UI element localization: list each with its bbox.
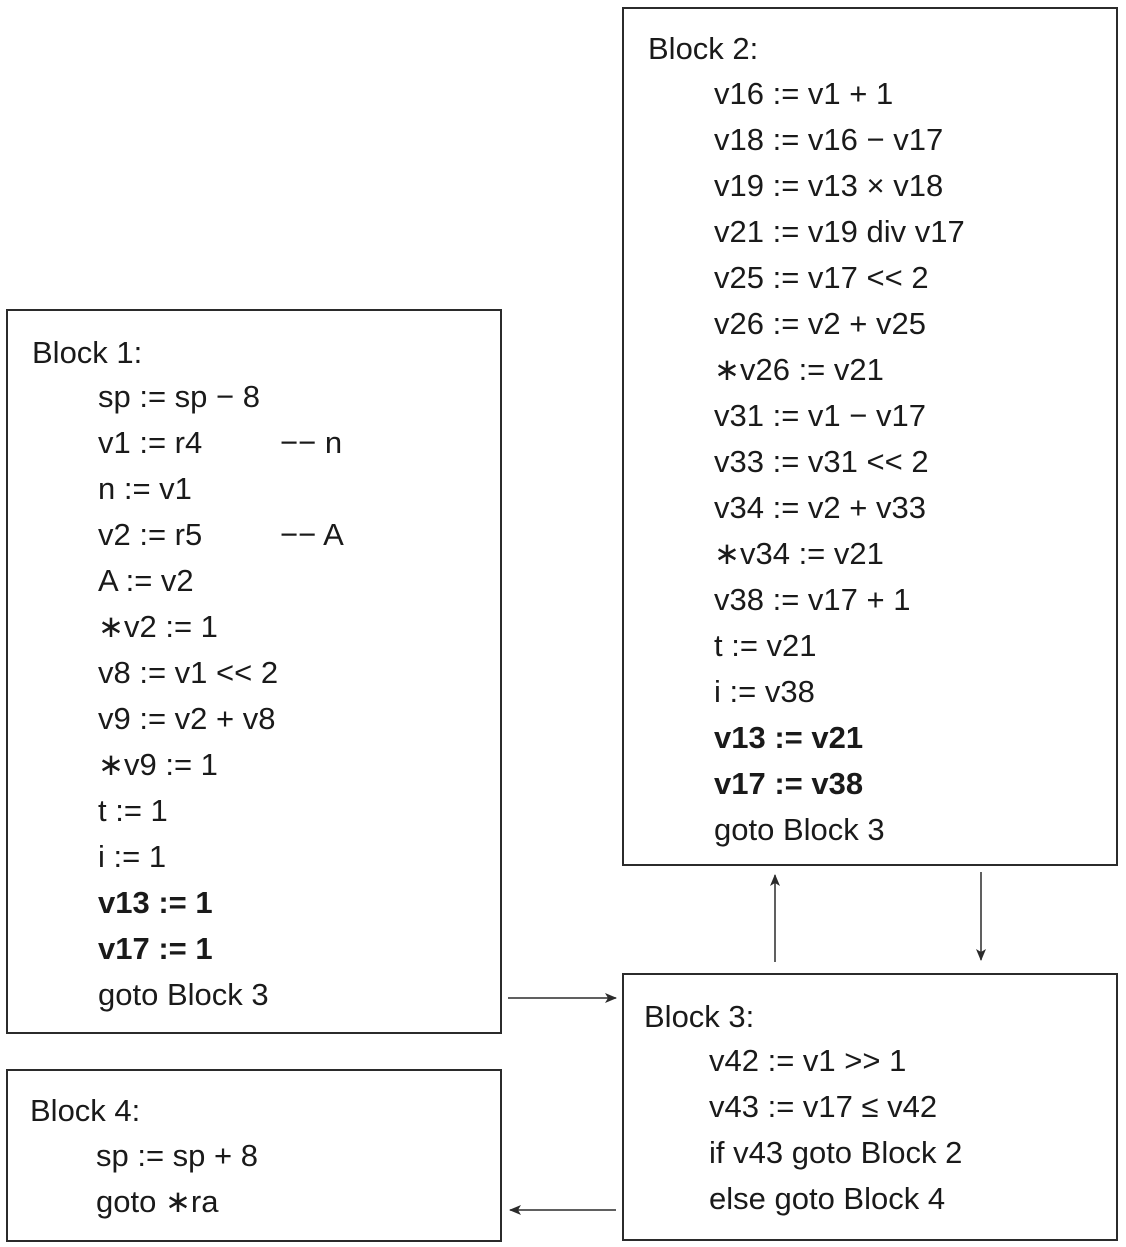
code-text: n := v1 <box>98 471 192 506</box>
code-lines: v42 := v1 >> 1 v43 := v17 ≤ v42 if v43 got… <box>709 1038 962 1222</box>
code-line: v13 := 1 <box>98 880 344 926</box>
code-text: ∗v9 := 1 <box>98 747 218 782</box>
code-text: v31 := v1 − v17 <box>714 398 926 433</box>
code-text: goto ∗ra <box>96 1184 219 1219</box>
code-lines: sp := sp − 8 v1 := r4 −− n n := v1 v2 := r5 −… <box>98 374 344 1018</box>
code-text: v43 := v17 ≤ v42 <box>709 1089 938 1124</box>
code-line: v21 := v19 div v17 <box>714 209 965 255</box>
code-line: A := v2 <box>98 558 344 604</box>
code-line: t := v21 <box>714 623 965 669</box>
code-line: v2 := r5 −− A <box>98 512 344 558</box>
code-line: else goto Block 4 <box>709 1176 962 1222</box>
code-text: v8 := v1 << 2 <box>98 655 279 690</box>
code-text: if v43 goto Block 2 <box>709 1135 963 1170</box>
code-line: v43 := v17 ≤ v42 <box>709 1084 962 1130</box>
code-line: i := v38 <box>714 669 965 715</box>
code-text: v21 := v19 div v17 <box>714 214 965 249</box>
code-line: goto Block 3 <box>98 972 344 1018</box>
code-line: ∗v2 := 1 <box>98 604 344 650</box>
code-line: i := 1 <box>98 834 344 880</box>
code-line: goto Block 3 <box>714 807 965 853</box>
code-text: goto Block 3 <box>714 812 885 847</box>
code-line: v9 := v2 + v8 <box>98 696 344 742</box>
code-line: v1 := r4 −− n <box>98 420 344 466</box>
block-title: Block 3: <box>644 999 755 1034</box>
block-title: Block 1: <box>32 335 143 370</box>
code-text: v42 := v1 >> 1 <box>709 1043 907 1078</box>
code-line: v18 := v16 − v17 <box>714 117 965 163</box>
code-text: t := 1 <box>98 793 168 828</box>
code-text: A := v2 <box>98 563 194 598</box>
code-text: v38 := v17 + 1 <box>714 582 911 617</box>
code-text: sp := sp − 8 <box>98 379 260 414</box>
code-comment: −− n <box>280 425 343 460</box>
code-text: goto Block 3 <box>98 977 269 1012</box>
code-text: v17 := v38 <box>714 766 864 801</box>
code-line: v19 := v13 × v18 <box>714 163 965 209</box>
code-line: v26 := v2 + v25 <box>714 301 965 347</box>
code-line: v17 := 1 <box>98 926 344 972</box>
code-text: t := v21 <box>714 628 817 663</box>
code-line: ∗v34 := v21 <box>714 531 965 577</box>
code-line: sp := sp + 8 <box>96 1133 258 1179</box>
code-line: v25 := v17 << 2 <box>714 255 965 301</box>
code-line: v34 := v2 + v33 <box>714 485 965 531</box>
code-text: v9 := v2 + v8 <box>98 701 276 736</box>
code-text: v13 := v21 <box>714 720 864 755</box>
code-text: v2 := r5 <box>98 517 203 552</box>
code-line: v33 := v31 << 2 <box>714 439 965 485</box>
code-text: sp := sp + 8 <box>96 1138 258 1173</box>
code-lines: v16 := v1 + 1 v18 := v16 − v17 v19 := v13 … <box>714 71 965 853</box>
block-3: Block 3: v42 := v1 >> 1 v43 := v17 ≤ v42 i… <box>622 973 1118 1241</box>
code-line: t := 1 <box>98 788 344 834</box>
code-line: sp := sp − 8 <box>98 374 344 420</box>
code-line: goto ∗ra <box>96 1179 258 1225</box>
code-line: n := v1 <box>98 466 344 512</box>
code-line: v16 := v1 + 1 <box>714 71 965 117</box>
code-text: v26 := v2 + v25 <box>714 306 926 341</box>
code-text: else goto Block 4 <box>709 1181 946 1216</box>
code-text: ∗v2 := 1 <box>98 609 218 644</box>
code-line: v17 := v38 <box>714 761 965 807</box>
code-text: v25 := v17 << 2 <box>714 260 929 295</box>
code-text: ∗v26 := v21 <box>714 352 884 387</box>
code-text: v16 := v1 + 1 <box>714 76 894 111</box>
code-line: ∗v9 := 1 <box>98 742 344 788</box>
code-text: ∗v34 := v21 <box>714 536 884 571</box>
code-lines: sp := sp + 8 goto ∗ra <box>96 1133 258 1225</box>
code-line: v31 := v1 − v17 <box>714 393 965 439</box>
code-line: if v43 goto Block 2 <box>709 1130 962 1176</box>
code-text: v33 := v31 << 2 <box>714 444 929 479</box>
block-title: Block 2: <box>648 31 759 66</box>
code-line: v38 := v17 + 1 <box>714 577 965 623</box>
code-line: v13 := v21 <box>714 715 965 761</box>
code-text: i := v38 <box>714 674 815 709</box>
block-title: Block 4: <box>30 1093 141 1128</box>
code-text: v17 := 1 <box>98 931 213 966</box>
block-4: Block 4: sp := sp + 8 goto ∗ra <box>6 1069 502 1242</box>
code-line: v42 := v1 >> 1 <box>709 1038 962 1084</box>
code-text: v19 := v13 × v18 <box>714 168 944 203</box>
code-line: ∗v26 := v21 <box>714 347 965 393</box>
code-text: v34 := v2 + v33 <box>714 490 926 525</box>
block-1: Block 1: sp := sp − 8 v1 := r4 −− n n := v1… <box>6 309 502 1034</box>
code-text: v13 := 1 <box>98 885 213 920</box>
code-text: i := 1 <box>98 839 167 874</box>
code-text: v1 := r4 <box>98 425 203 460</box>
code-comment: −− A <box>280 517 344 552</box>
code-text: v18 := v16 − v17 <box>714 122 944 157</box>
code-line: v8 := v1 << 2 <box>98 650 344 696</box>
